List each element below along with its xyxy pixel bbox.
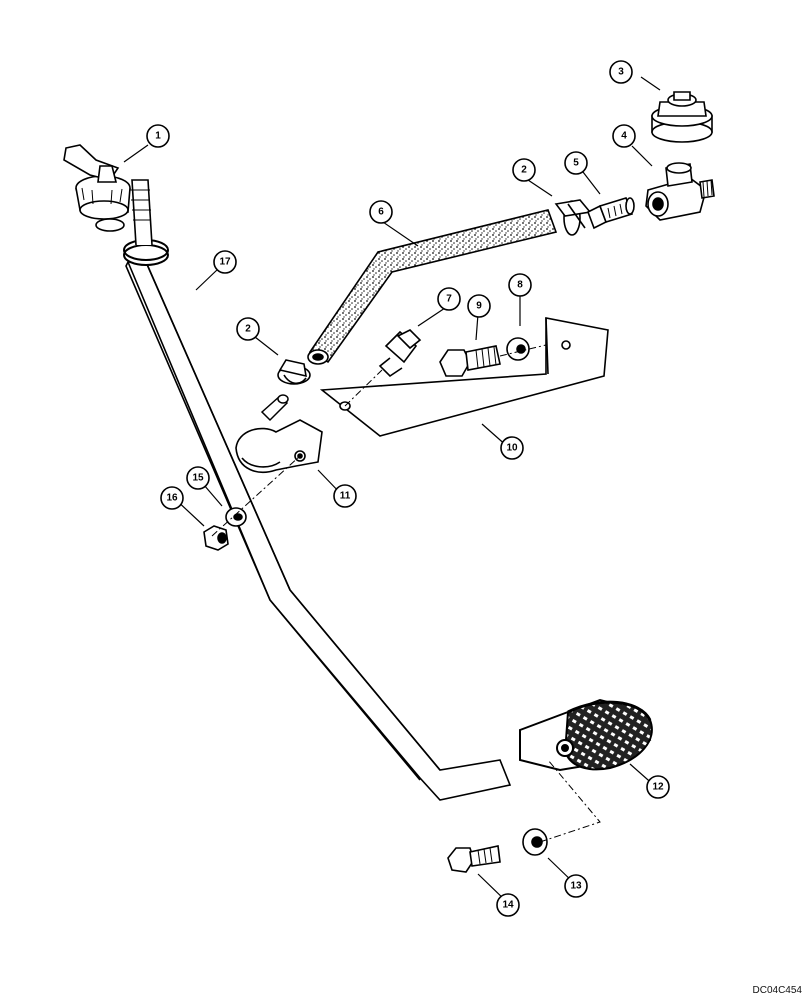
callout-label-6: 6 bbox=[378, 207, 384, 218]
callout-label-13: 13 bbox=[570, 881, 582, 892]
hose-clamp-upper bbox=[556, 200, 590, 235]
callout-label-2: 2 bbox=[245, 324, 251, 335]
callout-5: 5 bbox=[564, 151, 588, 175]
bolt-14 bbox=[448, 846, 500, 872]
washer-13 bbox=[523, 829, 547, 855]
callout-label-16: 16 bbox=[166, 493, 178, 504]
callout-label-11: 11 bbox=[340, 491, 351, 502]
callout-12: 12 bbox=[646, 775, 670, 799]
callout-label-10: 10 bbox=[506, 443, 518, 454]
tee-fitting bbox=[646, 163, 714, 220]
washer-8 bbox=[507, 338, 529, 360]
hose bbox=[308, 210, 556, 364]
pedal-rod bbox=[124, 180, 510, 800]
callout-15: 15 bbox=[186, 466, 210, 490]
callout-label-9: 9 bbox=[476, 301, 482, 312]
callout-9: 9 bbox=[467, 294, 491, 318]
callout-17: 17 bbox=[213, 250, 237, 274]
hose-clamp-lower bbox=[278, 360, 310, 384]
callout-2: 2 bbox=[236, 317, 260, 341]
callout-14: 14 bbox=[496, 893, 520, 917]
pedal-knob bbox=[64, 145, 130, 231]
callout-4: 4 bbox=[612, 124, 636, 148]
rod-pin bbox=[262, 395, 288, 420]
callout-label-5: 5 bbox=[573, 158, 579, 169]
callout-13: 13 bbox=[564, 874, 588, 898]
callout-label-15: 15 bbox=[192, 473, 204, 484]
mounting-bracket bbox=[322, 318, 608, 436]
nut-16 bbox=[204, 526, 228, 550]
callout-label-8: 8 bbox=[517, 280, 523, 291]
callout-2: 2 bbox=[512, 158, 536, 182]
callout-label-12: 12 bbox=[652, 782, 664, 793]
pressure-switch bbox=[652, 92, 712, 142]
washer-15 bbox=[226, 508, 246, 526]
callout-label-4: 4 bbox=[621, 131, 627, 142]
foot-pad bbox=[520, 700, 652, 770]
callout-label-3: 3 bbox=[618, 67, 624, 78]
callout-8: 8 bbox=[508, 273, 532, 297]
callout-16: 16 bbox=[160, 486, 184, 510]
bolt-7 bbox=[380, 330, 420, 376]
assembly-lines bbox=[211, 344, 601, 843]
callout-10: 10 bbox=[500, 436, 524, 460]
callout-3: 3 bbox=[609, 60, 633, 84]
hose-fitting bbox=[588, 198, 634, 228]
callout-label-17: 17 bbox=[219, 257, 231, 268]
clamp-bracket bbox=[236, 420, 322, 472]
callout-label-7: 7 bbox=[446, 294, 452, 305]
callout-11: 11 bbox=[333, 484, 357, 508]
callout-7: 7 bbox=[437, 287, 461, 311]
callout-6: 6 bbox=[369, 200, 393, 224]
callout-label-2: 2 bbox=[521, 165, 527, 176]
callout-label-1: 1 bbox=[155, 131, 161, 142]
callout-1: 1 bbox=[146, 124, 170, 148]
drawing-code: DC04C454 bbox=[752, 985, 802, 996]
callout-label-14: 14 bbox=[502, 900, 514, 911]
bolt-9 bbox=[440, 346, 500, 376]
